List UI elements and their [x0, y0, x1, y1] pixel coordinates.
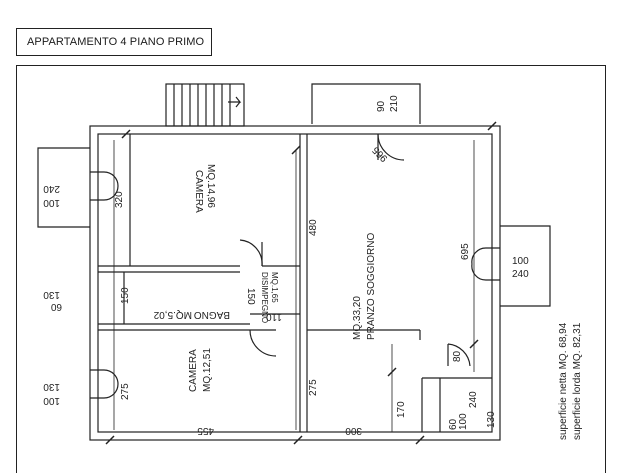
balcony-right	[500, 225, 551, 307]
dim-455: 455	[197, 425, 214, 436]
dimension-lines	[110, 140, 475, 441]
dim-90: 90	[376, 100, 387, 112]
dim-480: 480	[308, 219, 319, 236]
dim-100-left: 100	[43, 197, 60, 208]
dim-275-left: 275	[120, 383, 131, 400]
pranzo-name: PRANZO SOGGIORNO	[366, 233, 377, 340]
bagno-area: MQ.5,02	[153, 309, 192, 320]
disimpegno-name: DISIMPEGNO	[260, 272, 269, 323]
surface-lorda: superficie lorda MQ. 82,31	[572, 322, 583, 440]
drawing-frame	[16, 65, 606, 473]
dim-170: 170	[396, 401, 407, 418]
camera-bottom-name: CAMERA	[188, 349, 199, 392]
dim-150-mid: 150	[245, 288, 256, 305]
dim-100b: 100	[458, 413, 469, 430]
dim-240b: 240	[468, 391, 479, 408]
balcony-left	[37, 147, 90, 228]
stair	[165, 83, 245, 127]
dim-80: 80	[452, 350, 463, 362]
outer-walls	[89, 125, 501, 441]
dim-60: 60	[50, 301, 62, 312]
dim-110: 110	[266, 311, 282, 322]
camera-bottom-area: MQ.12,51	[202, 348, 213, 392]
surface-netta: superficie netta MQ. 68,94	[558, 322, 569, 440]
dim-210: 210	[389, 95, 400, 112]
camera-top-name: CAMERA	[193, 170, 204, 213]
dim-130-left: 130	[43, 289, 60, 300]
camera-top-area: MQ.14,96	[205, 164, 216, 208]
dim-240-left: 240	[43, 183, 60, 194]
dim-130-lower: 130	[43, 381, 60, 392]
title-box: APPARTAMENTO 4 PIANO PRIMO	[16, 28, 212, 56]
disimpegno-area: MQ.1,65	[270, 272, 279, 303]
balcony-top	[311, 83, 421, 124]
dim-695: 695	[460, 243, 471, 260]
dim-60b: 60	[448, 418, 459, 430]
dim-100-lower: 100	[43, 395, 60, 406]
pranzo-area: MQ.33,20	[352, 296, 363, 340]
dim-320: 320	[114, 191, 125, 208]
dim-240-right: 240	[512, 269, 529, 280]
dim-275-mid: 275	[308, 379, 319, 396]
dimension-ticks	[105, 121, 497, 445]
dim-300: 300	[345, 425, 362, 436]
dim-130b: 130	[486, 411, 497, 428]
dim-150-left: 150	[120, 287, 131, 304]
dim-100-right: 100	[512, 256, 529, 267]
doors	[90, 133, 500, 399]
plan-title: APPARTAMENTO 4 PIANO PRIMO	[27, 36, 205, 48]
interior-walls	[98, 134, 492, 432]
bagno-name: BAGNO	[194, 309, 230, 320]
dim-965: 965	[370, 144, 390, 164]
